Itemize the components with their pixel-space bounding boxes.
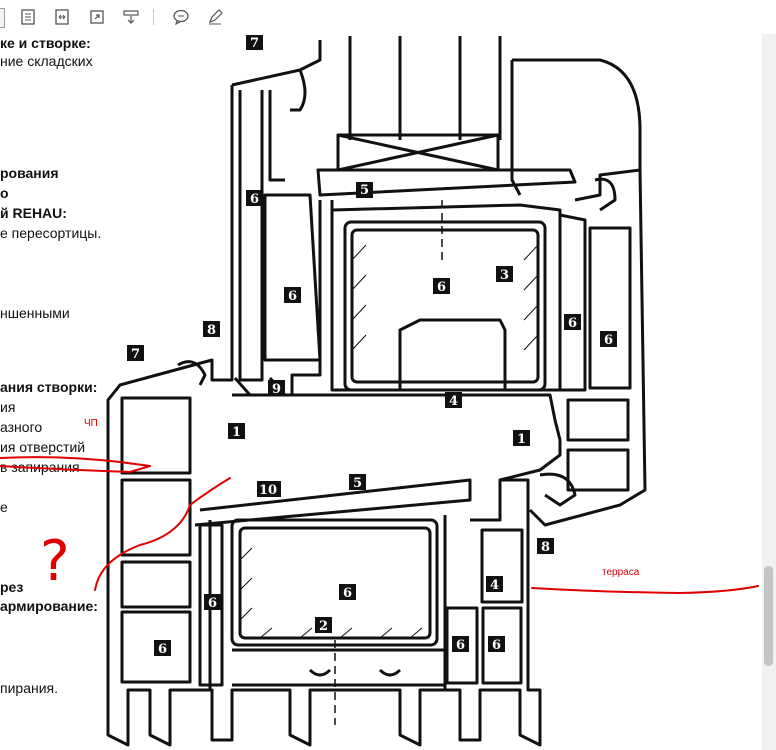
label-3: 3 xyxy=(496,266,513,283)
annotation-question: ? xyxy=(40,529,70,594)
label-6: 6 xyxy=(154,640,171,657)
comment-icon[interactable] xyxy=(170,6,192,28)
svg-text:5: 5 xyxy=(360,183,369,198)
text-line: в запирания xyxy=(0,459,80,475)
text-line: ншенными xyxy=(0,305,70,321)
svg-text:6: 6 xyxy=(250,192,259,207)
annotation-terrace: терраса xyxy=(602,567,640,578)
svg-text:1: 1 xyxy=(232,425,241,440)
label-5: 5 xyxy=(349,474,366,491)
label-6: 6 xyxy=(488,636,505,653)
label-6: 6 xyxy=(204,594,221,611)
text-line: ние складских xyxy=(0,53,93,69)
label-6: 6 xyxy=(564,314,581,331)
text-line: рез xyxy=(0,579,24,595)
svg-text:6: 6 xyxy=(158,642,167,657)
svg-text:1: 1 xyxy=(517,432,526,447)
label-1: 1 xyxy=(513,430,530,447)
fit-page-icon[interactable] xyxy=(17,6,39,28)
label-8: 8 xyxy=(203,321,220,338)
svg-text:4: 4 xyxy=(449,394,458,409)
label-10: 10 xyxy=(257,481,281,498)
svg-text:9: 9 xyxy=(272,382,281,397)
red-curve-line xyxy=(94,477,231,591)
svg-text:8: 8 xyxy=(541,540,550,555)
viewer-toolbar xyxy=(0,0,776,34)
toolbar-edge xyxy=(0,8,5,28)
svg-text:7: 7 xyxy=(250,36,259,51)
label-5-top: 5 xyxy=(356,182,373,198)
svg-text:8: 8 xyxy=(207,323,216,338)
label-9: 9 xyxy=(268,380,285,397)
label-6: 6 xyxy=(339,584,356,601)
svg-text:3: 3 xyxy=(500,268,509,283)
download-icon[interactable] xyxy=(120,6,142,28)
svg-text:7: 7 xyxy=(131,347,140,362)
text-line: ания створки: xyxy=(0,379,98,395)
text-line: е пересортицы. xyxy=(0,225,102,241)
svg-text:6: 6 xyxy=(343,586,352,601)
label-6: 6 xyxy=(433,278,450,295)
text-line: ке и створке: xyxy=(0,35,91,51)
text-line: азного xyxy=(0,419,43,435)
label-7: 7 xyxy=(127,345,144,362)
full-screen-icon[interactable] xyxy=(86,6,108,28)
red-arrow-line xyxy=(0,456,151,474)
text-line: ия xyxy=(0,399,16,415)
label-8: 8 xyxy=(537,538,554,555)
label-4: 4 xyxy=(486,576,503,593)
svg-text:4: 4 xyxy=(490,578,499,593)
text-line: е xyxy=(0,499,8,515)
pen-icon[interactable] xyxy=(204,6,226,28)
label-6: 6 xyxy=(452,636,469,653)
svg-text:6: 6 xyxy=(208,596,217,611)
red-terrace-line xyxy=(531,585,759,595)
text-line: о xyxy=(0,185,9,201)
label-6: 6 xyxy=(284,287,301,304)
fit-width-icon[interactable] xyxy=(51,6,73,28)
toolbar-separator xyxy=(153,9,154,25)
svg-text:10: 10 xyxy=(259,483,277,498)
svg-text:2: 2 xyxy=(319,619,328,634)
scroll-thumb[interactable] xyxy=(764,566,773,666)
label-6: 6 xyxy=(600,331,617,348)
vertical-scrollbar[interactable] xyxy=(762,34,776,750)
text-line: й REHAU: xyxy=(0,205,67,221)
label-2: 2 xyxy=(315,617,332,634)
svg-text:6: 6 xyxy=(492,638,501,653)
text-line: ия отверстий xyxy=(0,439,86,455)
svg-text:6: 6 xyxy=(456,638,465,653)
annotation-chp: ЧП xyxy=(84,418,98,429)
text-line: армирование: xyxy=(0,598,98,614)
label-7-top: 7 xyxy=(246,35,263,51)
label-6: 6 xyxy=(246,190,263,207)
svg-text:6: 6 xyxy=(604,333,613,348)
svg-text:6: 6 xyxy=(437,280,446,295)
label-1: 1 xyxy=(228,423,245,440)
svg-text:6: 6 xyxy=(288,289,297,304)
label-4: 4 xyxy=(445,392,462,409)
text-line: рования xyxy=(0,165,59,181)
svg-text:5: 5 xyxy=(353,476,362,491)
text-line: пирания. xyxy=(0,680,58,696)
svg-text:6: 6 xyxy=(568,316,577,331)
